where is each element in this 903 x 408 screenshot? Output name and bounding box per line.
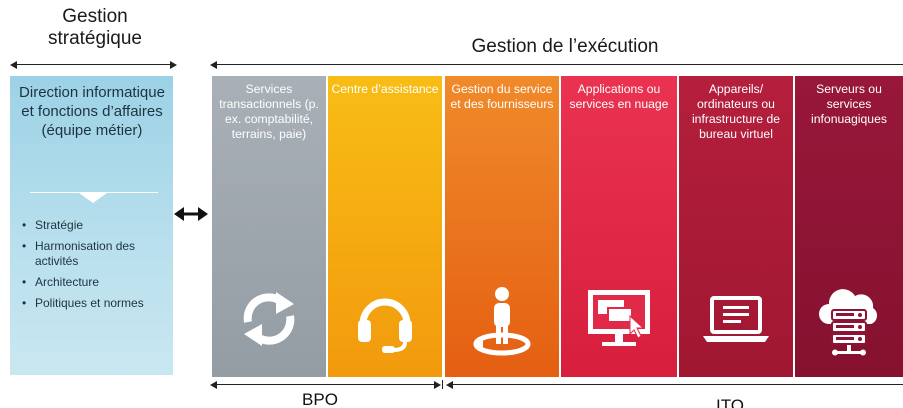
double-arrow-icon [174,207,208,221]
ito-arrow-left-head [446,380,453,389]
laptop-icon [703,296,769,342]
ito-label: ITO [715,396,745,408]
bpo-arrow-right-head [434,380,441,389]
strategic-bullet-list: Stratégie Harmonisation des activités Ar… [22,218,167,317]
column-label-cloud-applications: Applications ou services en nuage [569,82,669,111]
strategic-arrow-left-head [10,60,17,69]
bpo-arrow-left-head [210,380,217,389]
bullet-policies-standards: Politiques et normes [22,296,167,311]
panel-divider [30,192,158,194]
bullet-business-alignment: Harmonisation des activités [22,239,167,269]
column-label-cloud-servers: Serveurs ou services infonuagiques [811,82,887,126]
bpo-ito-separator-tick [442,380,444,389]
ito-span-arrow-line [451,384,903,386]
cloud-server-icon [819,289,878,356]
column-label-transaction-services: Services transactionnels (p. ex. comptab… [219,82,319,141]
refresh-cycle-icon [243,292,295,346]
headset-icon [358,298,412,353]
strategic-arrow-right-head [170,60,177,69]
strategic-management-heading: Gestion stratégique [0,6,190,50]
strategic-heading-text: Gestion stratégique [47,6,142,49]
bpo-label: BPO [302,390,338,408]
panel-divider-pointer-icon [79,193,107,203]
person-target-icon [473,287,531,356]
column-label-devices-vdi: Appareils/ ordinateurs ou infrastructure… [691,82,781,141]
column-cloud-applications: Applications ou services en nuage [561,76,677,377]
column-label-service-supplier-management: Gestion du service et des fournisseurs [450,82,554,111]
bullet-architecture: Architecture [22,275,167,290]
column-transaction-services: Services transactionnels (p. ex. comptab… [212,76,326,377]
monitor-click-icon [588,290,650,346]
column-devices-vdi: Appareils/ ordinateurs ou infrastructure… [679,76,793,377]
column-cloud-servers: Serveurs ou services infonuagiques [795,76,903,377]
execution-management-heading: Gestion de l’exécution [471,36,659,57]
column-help-desk: Centre d’assistance [328,76,442,377]
column-label-help-desk: Centre d’assistance [331,82,439,96]
bpo-span-arrow-line [215,384,437,386]
execution-arrow-left-head [210,60,217,69]
strategic-panel-title: Direction informatique et fonctions d’af… [19,84,165,139]
bullet-strategy: Stratégie [22,218,167,233]
execution-span-arrow-line [215,64,903,66]
strategic-span-arrow-line [14,64,174,66]
column-service-supplier-management: Gestion du service et des fournisseurs [445,76,559,377]
